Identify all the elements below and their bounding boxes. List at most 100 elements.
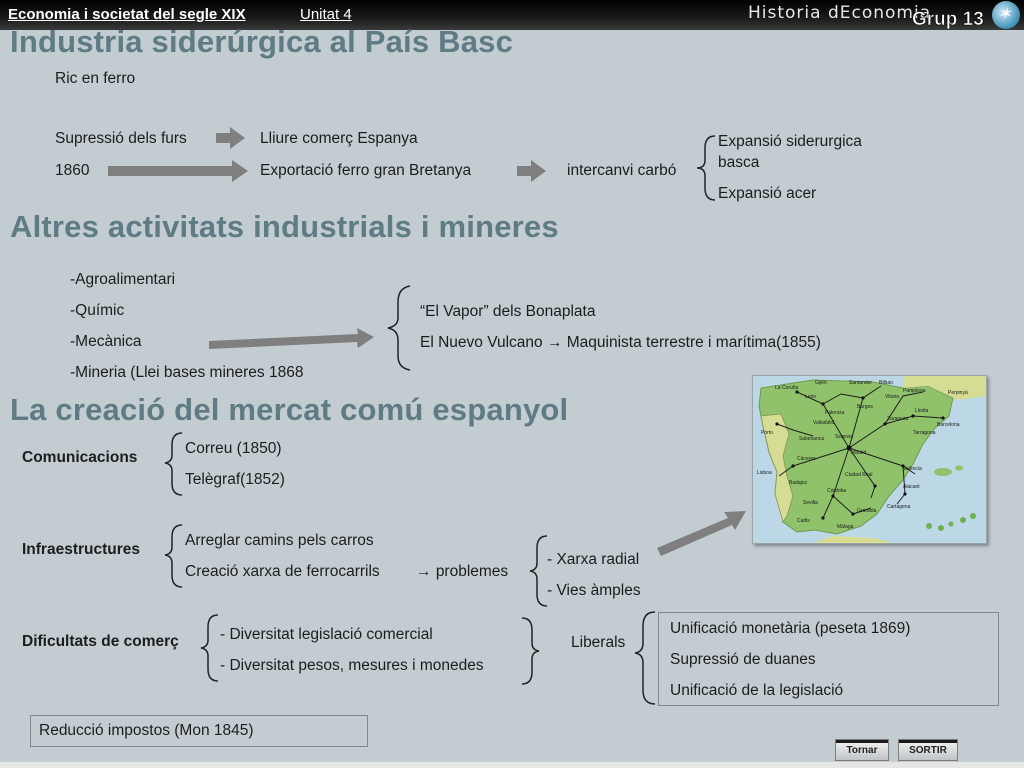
text-supressio-furs: Supressió dels furs — [55, 130, 187, 147]
text-year-1860: 1860 — [55, 162, 90, 179]
brace-liberals — [634, 611, 656, 705]
brace-comunicacions — [164, 432, 183, 496]
text-expansio-siderurgica: Expansió siderurgica — [718, 133, 862, 150]
text-vulcano: El Nuevo Vulcano — [420, 334, 543, 351]
text-expansio-basca: basca — [718, 154, 760, 171]
brace-dificultats-right — [521, 617, 540, 685]
city-label: Cartagena — [887, 504, 911, 510]
city-label: Perpinyà — [948, 390, 968, 396]
text-liberals: Liberals — [571, 634, 626, 651]
label-dificultats: Dificultats de comerç — [22, 633, 179, 650]
text-ric: Ric en ferro — [55, 70, 136, 87]
unit-label: Unitat 4 — [300, 6, 352, 23]
text-problemes-line: → problemes — [416, 563, 508, 581]
city-label: Badajoz — [789, 480, 808, 486]
list-item: -Químic — [70, 302, 125, 319]
city-label: Lleida — [915, 408, 929, 414]
text-creacio: Creació xarxa de ferrocarrils — [185, 563, 380, 580]
spain-railway-map: La Coruña Gijón Santander Bilbao León Pa… — [752, 375, 987, 544]
exit-button[interactable]: SORTIR — [898, 739, 958, 761]
canary-islands — [926, 513, 976, 531]
globe-logo-icon: ✶ — [992, 1, 1020, 29]
text-vies-amples: - Vies àmples — [547, 582, 641, 599]
city-label: Barcelona — [937, 422, 960, 428]
text-expansio-acer: Expansió acer — [718, 185, 817, 202]
section-title-mercat: La creació del mercat comú espanyol — [10, 392, 569, 427]
arrow-exportacio-intercanvi — [517, 160, 546, 182]
brace-problemes — [529, 535, 548, 607]
city-label: Santander — [849, 380, 872, 386]
list-item: -Mineria (Llei bases mineres 1868 — [70, 364, 304, 381]
liberals-measures-box — [658, 612, 999, 706]
braces — [164, 135, 716, 705]
text-maquinista: Maquinista terrestre i marítima(1855) — [566, 334, 821, 351]
city-label: Burgos — [857, 404, 873, 410]
city-label: Madrid — [851, 450, 867, 456]
city-label: Porto — [761, 430, 773, 436]
text-unificacio-legislacio: Unificació de la legislació — [670, 682, 844, 699]
balearic-islands — [934, 468, 952, 476]
text-problemes: problemes — [435, 563, 509, 580]
text-diversitat-pesos: - Diversitat pesos, mesures i monedes — [220, 657, 484, 674]
brace-vapor — [387, 285, 411, 371]
text-intercanvi: intercanvi carbó — [567, 162, 677, 179]
reduccio-box — [30, 715, 368, 747]
city-label: Bilbao — [879, 380, 893, 386]
bottom-bar — [0, 762, 1024, 768]
text-diversitat-legislacio: - Diversitat legislació comercial — [220, 626, 433, 643]
city-label: Córdoba — [827, 488, 846, 494]
city-label: Gijón — [815, 380, 827, 386]
arrow-right-icon: → — [546, 334, 563, 351]
text-lliure-comerc: Lliure comerç Espanya — [260, 130, 418, 147]
africa-land — [813, 536, 893, 543]
text-correu: Correu (1850) — [185, 440, 282, 457]
text-unificacio-monetaria: Unificació monetària (peseta 1869) — [670, 620, 911, 637]
brace-infraestructures — [164, 524, 183, 588]
decorative-title: Historia dEconomia — [748, 3, 932, 23]
header-bar — [0, 0, 1024, 30]
city-label: Tarragona — [913, 430, 936, 436]
arrow-right-icon: → — [416, 563, 432, 580]
label-infraestructures: Infraestructures — [22, 541, 141, 558]
city-label: La Coruña — [775, 385, 799, 391]
arrow-infra-map — [657, 511, 746, 556]
city-label: Salamanca — [799, 436, 824, 442]
text-arreglar: Arreglar camins pels carros — [185, 532, 374, 549]
city-label: Pamplona — [903, 388, 926, 394]
arrow-1860-exportacio — [108, 160, 248, 182]
text-xarxa-radial: - Xarxa radial — [547, 551, 640, 568]
city-label: Cadis — [797, 518, 810, 524]
city-label: León — [805, 394, 816, 400]
city-label: Cáceres — [797, 456, 816, 462]
section-title-siderurgica: Industria siderúrgica al País Basc — [10, 24, 514, 59]
list-item: -Agroalimentari — [70, 271, 176, 288]
city-label: Valladolid — [813, 420, 835, 426]
city-label: Màlaga — [837, 524, 854, 530]
text-vapor: “El Vapor” dels Bonaplata — [420, 303, 596, 320]
balearic-islands-2 — [955, 465, 963, 471]
list-item: -Mecànica — [70, 333, 142, 350]
group-label: Grup 13 — [912, 9, 984, 31]
portugal-land — [760, 413, 794, 523]
city-label: Lisboa — [757, 470, 772, 476]
brace-expansio — [696, 135, 716, 201]
text-supressio-duanes: Supressió de duanes — [670, 651, 816, 668]
arrow-mecanica-bracket — [209, 328, 374, 349]
label-comunicacions: Comunicacions — [22, 449, 138, 466]
city-label: Granada — [857, 508, 877, 514]
france-land — [903, 376, 986, 400]
city-label: València — [903, 466, 922, 472]
text-telegraf: Telègraf(1852) — [185, 471, 285, 488]
city-label: Sevilla — [803, 500, 818, 506]
city-label: Segovia — [835, 434, 853, 440]
city-label: Alacant — [903, 484, 920, 490]
back-button[interactable]: Tornar — [835, 739, 889, 761]
text-vulcano-line: El Nuevo Vulcano → Maquinista terrestre … — [420, 334, 821, 352]
map-svg: La Coruña Gijón Santander Bilbao León Pa… — [757, 376, 986, 543]
city-label: Zaragoza — [887, 416, 908, 422]
text-exportacio: Exportació ferro gran Bretanya — [260, 162, 472, 179]
brace-dificultats — [200, 614, 219, 682]
arrow-supressio-lliure — [216, 127, 245, 149]
section-title-altres: Altres activitats industrials i mineres — [10, 209, 559, 244]
